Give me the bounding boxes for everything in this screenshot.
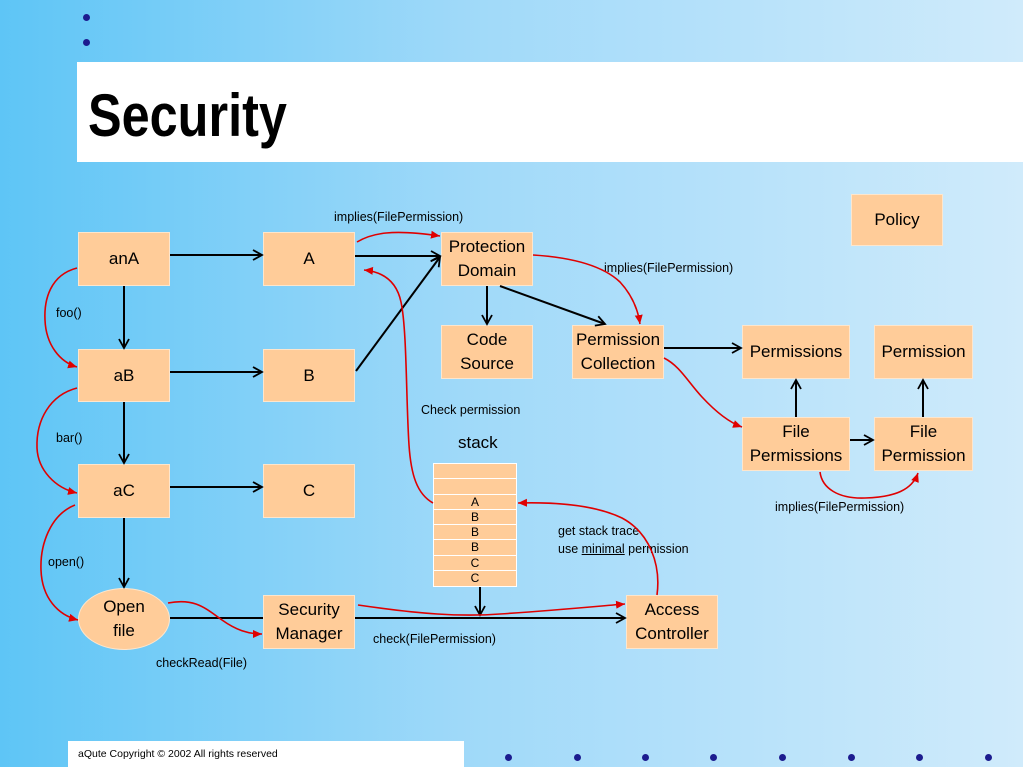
stack-frame-empty [434, 479, 516, 495]
label-foo: foo() [56, 306, 82, 320]
bullet-dot [709, 753, 717, 761]
node-open-file: Open file [78, 588, 170, 650]
bullet-dot [573, 753, 581, 761]
node-access-controller: Access Controller [626, 595, 718, 649]
bullet-dot [641, 753, 649, 761]
bullet-dot [847, 753, 855, 761]
stack-label: stack [458, 433, 498, 452]
call-open-file-check-read [167, 601, 263, 638]
label-check-read: checkRead(File) [156, 656, 248, 670]
stack-frame: A [434, 494, 516, 510]
label-minimal-text: minimal [581, 542, 625, 556]
node-security-manager: Security Manager [263, 595, 355, 649]
stack-frame-empty [434, 464, 516, 480]
node-permissions: Permissions [742, 325, 850, 379]
arrow-protection-domain-to-permission-collection [499, 285, 607, 327]
node-file-permission: File Permission [874, 417, 973, 471]
call-stack-check-permission-a [363, 266, 434, 504]
label-get-stack-trace: get stack trace [558, 524, 640, 538]
bullet-dot [915, 753, 923, 761]
node-c: C [263, 464, 355, 518]
node-ab: aB [78, 349, 170, 402]
bullet-dot [82, 13, 90, 21]
footer-copyright: aQute Copyright © 2002 All rights reserv… [68, 741, 464, 767]
call-a-implies-protection-domain [356, 230, 441, 243]
label-check-permission: Check permission [421, 403, 521, 417]
node-protection-domain: Protection Domain [441, 232, 533, 286]
node-ana: anA [78, 232, 170, 286]
bullet-dot [984, 753, 992, 761]
node-permission-collection: Permission Collection [572, 325, 664, 379]
label-bar: bar() [56, 431, 83, 445]
arrow-b-to-protection-domain [355, 255, 442, 372]
bullet-dot [82, 38, 90, 46]
label-use-minimal-permission: use minimal permission [558, 542, 689, 557]
stack-frame: C [434, 570, 516, 586]
slide-title: Security [88, 82, 287, 149]
call-collection-to-file-permissions [663, 357, 743, 428]
label-implies-a-to-protection-domain: implies(FilePermission) [334, 210, 464, 224]
node-b: B [263, 349, 355, 402]
node-ac: aC [78, 464, 170, 518]
stack-frame: B [434, 509, 516, 525]
label-use-text: use [558, 542, 582, 556]
stack-frame: B [434, 540, 516, 556]
call-stack: A B B B C C [433, 463, 517, 587]
node-permission: Permission [874, 325, 973, 379]
stack-frame: B [434, 525, 516, 541]
bullet-dot [504, 753, 512, 761]
call-security-manager-check [357, 600, 626, 616]
title-bar: Security [77, 62, 1023, 162]
label-check-file-permission: check(FilePermission) [373, 632, 496, 646]
label-permission-text: permission [624, 542, 689, 556]
node-a: A [263, 232, 355, 286]
call-file-permissions-implies-file-permission [819, 471, 919, 499]
label-implies-protection-domain-to-collection: implies(FilePermission) [604, 261, 734, 275]
label-implies-file-permissions-to-file-permission: implies(FilePermission) [775, 500, 905, 514]
bullet-dot [778, 753, 786, 761]
node-policy: Policy [851, 194, 943, 246]
node-code-source: Code Source [441, 325, 533, 379]
label-open: open() [48, 555, 85, 569]
node-file-permissions: File Permissions [742, 417, 850, 471]
stack-frame: C [434, 555, 516, 571]
